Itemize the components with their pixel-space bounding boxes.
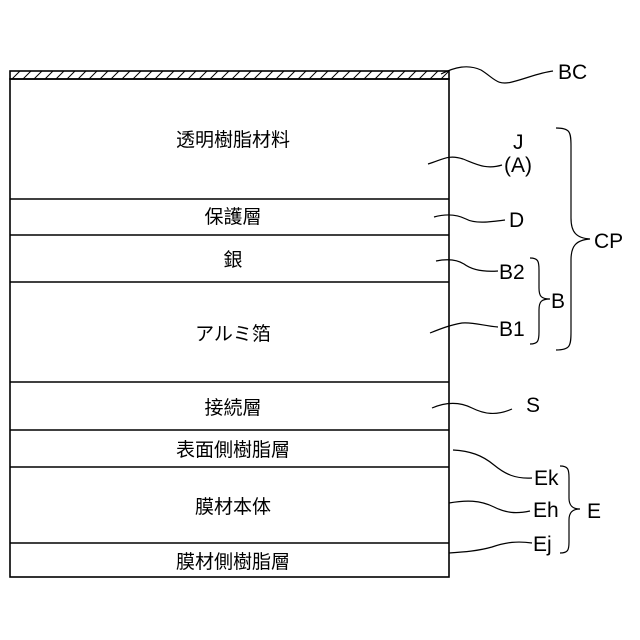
hatch-line <box>122 71 130 79</box>
ref-label-bc: BC <box>558 61 587 84</box>
hatch-line <box>243 71 251 79</box>
ref-label-b: B <box>551 290 565 313</box>
hatch-line <box>265 71 273 79</box>
leader-bc <box>441 67 553 83</box>
ref-label-cp: CP <box>594 230 623 253</box>
hatch-line <box>188 71 196 79</box>
leader-b1 <box>430 323 498 333</box>
layer-label-membrane-body: 膜材本体 <box>195 496 271 518</box>
layer-label-aluminum-foil: アルミ箔 <box>195 323 271 345</box>
hatch-line <box>199 71 207 79</box>
hatch-line <box>133 71 141 79</box>
layer-label-connecting: 接続層 <box>204 397 261 419</box>
hatch-line <box>298 71 306 79</box>
brace-cp <box>556 128 590 350</box>
brace-b <box>530 258 550 344</box>
hatch-line <box>221 71 229 79</box>
ref-label-d: D <box>509 209 524 232</box>
hatch-line <box>100 71 108 79</box>
hatch-line <box>364 71 372 79</box>
ref-label-eh: Eh <box>533 499 559 522</box>
hatch-line <box>45 71 53 79</box>
hatch-line <box>34 71 42 79</box>
hatch-line <box>67 71 75 79</box>
hatch-line <box>177 71 185 79</box>
ref-label-b1: B1 <box>499 318 525 341</box>
leader-s <box>432 404 512 414</box>
hatch-line <box>276 71 284 79</box>
brace-e <box>560 466 580 553</box>
coating-layer-bc <box>10 71 460 79</box>
hatch-line <box>254 71 262 79</box>
hatch-line <box>331 71 339 79</box>
ref-label-ek: Ek <box>534 467 559 490</box>
hatch-line <box>287 71 295 79</box>
hatch-line <box>386 71 394 79</box>
hatch-line <box>111 71 119 79</box>
hatch-line <box>430 71 438 79</box>
leader-b2 <box>436 260 498 271</box>
ref-label-e: E <box>587 500 601 523</box>
hatch-line <box>155 71 163 79</box>
leader-ej <box>449 542 532 553</box>
hatch-line <box>309 71 317 79</box>
layer-label-silver: 銀 <box>223 249 242 271</box>
hatch-line <box>452 71 460 79</box>
layer-label-membrane-resin: 膜材側樹脂層 <box>176 551 290 573</box>
hatch-line <box>166 71 174 79</box>
hatch-line <box>342 71 350 79</box>
hatch-line <box>375 71 383 79</box>
hatch-line <box>232 71 240 79</box>
leader-ek <box>453 450 532 478</box>
hatch-line <box>353 71 361 79</box>
hatch-line <box>12 71 20 79</box>
leader-d <box>434 215 505 222</box>
hatch-line <box>210 71 218 79</box>
ref-label-ej: Ej <box>533 533 552 556</box>
hatch-line <box>78 71 86 79</box>
ref-label-j: J <box>513 131 524 154</box>
ref-label-a: (A) <box>504 154 532 177</box>
ref-label-b2: B2 <box>499 261 525 284</box>
hatch-line <box>320 71 328 79</box>
leader-eh <box>449 501 530 513</box>
layer-label-protective: 保護層 <box>204 206 261 228</box>
hatch-line <box>144 71 152 79</box>
hatch-line <box>89 71 97 79</box>
hatch-line <box>56 71 64 79</box>
layer-label-transparent-resin: 透明樹脂材料 <box>176 129 290 151</box>
hatch-line <box>419 71 427 79</box>
hatch-line <box>408 71 416 79</box>
leader-j <box>428 157 502 167</box>
hatch-line <box>397 71 405 79</box>
layer-label-surface-resin: 表面側樹脂層 <box>176 439 290 461</box>
hatch-line <box>23 71 31 79</box>
ref-label-s: S <box>526 394 540 417</box>
